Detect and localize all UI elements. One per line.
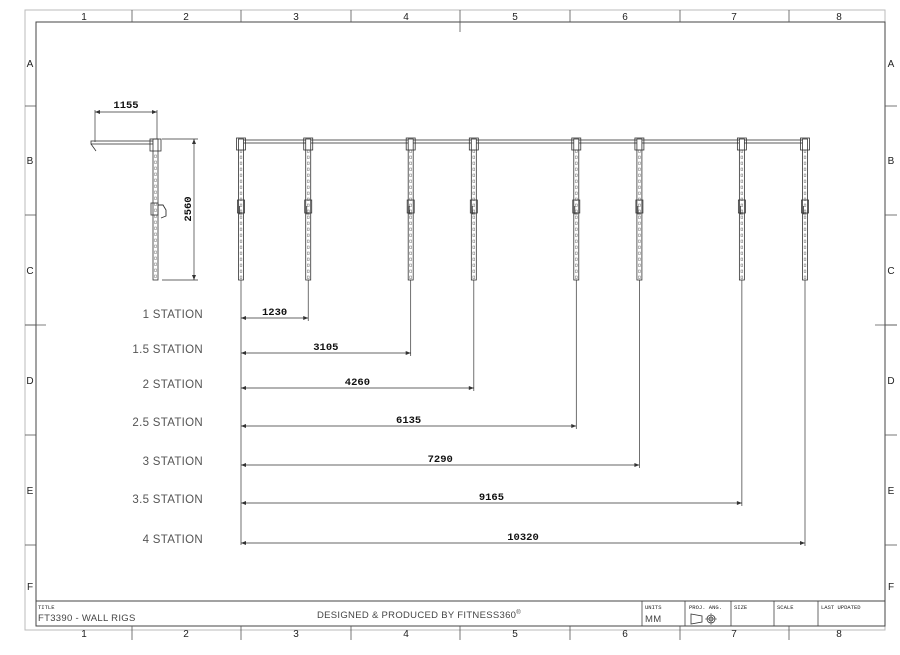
arrow-end	[736, 501, 742, 505]
station-dimension: 3105	[313, 342, 338, 354]
upright-2	[303, 137, 314, 281]
inner-border	[35, 21, 886, 627]
station-label: 3.5 STATION	[132, 494, 203, 506]
station-row: 1.5 STATION 3105	[132, 280, 412, 356]
station-dimension: 9165	[479, 492, 504, 504]
units-value: MM	[645, 614, 661, 625]
size-label: SIZE	[734, 604, 748, 611]
grid-col-top-8: 8	[836, 12, 842, 23]
arrow-end	[571, 424, 577, 428]
designer-credit: DESIGNED & PRODUCED BY FITNESS360®	[317, 609, 521, 621]
upright-5	[571, 137, 582, 281]
side-width-dim: 1155	[113, 100, 138, 112]
arrow-end	[405, 351, 411, 355]
grid-row-right-D: D	[887, 376, 894, 387]
station-dimensions: 1 STATION 1230 1.5 STATION 3105 2 STATION 426…	[132, 280, 806, 546]
grid-col-bottom-4: 4	[403, 629, 409, 640]
projection-label: PROJ. ANG.	[689, 604, 722, 611]
grid-row-right-B: B	[888, 156, 895, 167]
arrow-start	[241, 541, 246, 545]
grid-row-right-E: E	[888, 486, 895, 497]
station-label: 2 STATION	[143, 379, 203, 391]
grid-row-left-F: F	[27, 582, 33, 593]
grid-col-top-2: 2	[183, 12, 189, 23]
station-dimension: 4260	[345, 377, 370, 389]
arrow-end	[634, 463, 640, 467]
station-row: 4 STATION 10320	[143, 280, 806, 546]
registered-mark: ®	[516, 609, 521, 616]
station-label: 3 STATION	[143, 456, 203, 468]
grid-col-top-1: 1	[81, 12, 87, 23]
station-label: 1 STATION	[143, 309, 203, 321]
grid-row-left-B: B	[27, 156, 34, 167]
station-row: 2 STATION 4260	[143, 280, 475, 391]
scale-label: SCALE	[777, 604, 794, 611]
grid-col-bottom-3: 3	[293, 629, 299, 640]
grid-row-right-F: F	[888, 582, 894, 593]
arrow-start	[241, 316, 246, 320]
side-view-drawing: 1155 2560	[90, 100, 198, 281]
station-row: 3 STATION 7290	[143, 280, 640, 468]
grid-col-top-4: 4	[403, 12, 409, 23]
arrow-start	[241, 501, 246, 505]
arrow-start	[241, 386, 246, 390]
last-updated-label: LAST UPDATED	[821, 604, 861, 611]
grid-col-bottom-6: 6	[622, 629, 628, 640]
grid-col-bottom-8: 8	[836, 629, 842, 640]
grid-col-bottom-7: 7	[731, 629, 737, 640]
arrow-end	[468, 386, 474, 390]
title-block: TITLE FT3390 - WALL RIGS DESIGNED & PROD…	[36, 600, 885, 626]
grid-col-bottom-2: 2	[183, 629, 189, 640]
grid-row-right-A: A	[888, 59, 895, 70]
station-row: 3.5 STATION 9165	[132, 280, 743, 506]
station-dimension: 6135	[396, 415, 421, 427]
arrow-start	[241, 424, 246, 428]
grid-row-left-C: C	[26, 266, 33, 277]
side-height-dim: 2560	[183, 196, 195, 221]
station-dimension: 1230	[262, 307, 287, 319]
grid-col-bottom-1: 1	[81, 629, 87, 640]
units-label: UNITS	[645, 604, 662, 611]
drawing-title: FT3390 - WALL RIGS	[38, 613, 136, 624]
grid-col-bottom-5: 5	[512, 629, 518, 640]
projection-symbol-icon	[690, 613, 717, 625]
station-row: 1 STATION 1230	[143, 280, 309, 321]
grid-col-top-6: 6	[622, 12, 628, 23]
grid-row-left-D: D	[26, 376, 33, 387]
arrow-end	[800, 541, 805, 545]
grid-row-left-E: E	[27, 486, 34, 497]
station-row: 2.5 STATION 6135	[132, 280, 577, 429]
title-label: TITLE	[38, 604, 55, 611]
grid-row-left-A: A	[27, 59, 34, 70]
arrow-start	[241, 463, 246, 467]
station-dimension: 10320	[507, 532, 539, 544]
grid-col-top-7: 7	[731, 12, 737, 23]
grid-col-top-3: 3	[293, 12, 299, 23]
grid-col-top-5: 5	[512, 12, 518, 23]
station-label: 2.5 STATION	[132, 417, 203, 429]
station-label: 1.5 STATION	[132, 344, 203, 356]
station-label: 4 STATION	[143, 534, 203, 546]
grid-row-right-C: C	[887, 266, 894, 277]
designer-text: DESIGNED & PRODUCED BY FITNESS360	[317, 610, 516, 621]
front-view-drawing	[236, 137, 810, 281]
arrow-end	[303, 316, 309, 320]
arrow-start	[241, 351, 246, 355]
station-dimension: 7290	[428, 454, 453, 466]
